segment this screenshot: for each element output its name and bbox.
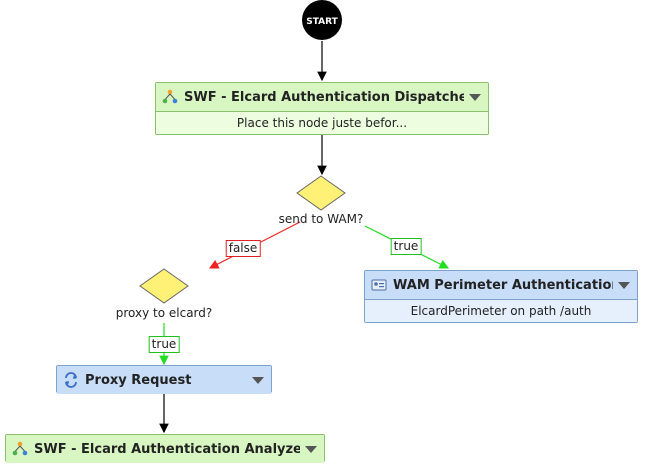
node-dispatcher-header[interactable]: SWF - Elcard Authentication Dispatcher: [156, 83, 488, 111]
decision-label-send-to-wam: send to WAM?: [278, 212, 364, 226]
node-wam-header[interactable]: WAM Perimeter Authentication: [365, 271, 637, 299]
node-dispatcher-title: SWF - Elcard Authentication Dispatcher: [184, 89, 464, 105]
workflow-icon: [12, 441, 28, 456]
node-analyzer-header[interactable]: SWF - Elcard Authentication Analyzer: [6, 435, 324, 463]
node-proxy-request[interactable]: Proxy Request: [56, 365, 272, 394]
node-wam-subtitle: ElcardPerimeter on path /auth: [365, 299, 637, 322]
decision-proxy-to-elcard[interactable]: [139, 268, 189, 304]
dropdown-triangle-icon[interactable]: [251, 375, 265, 385]
node-proxy-header[interactable]: Proxy Request: [57, 366, 271, 394]
node-dispatcher[interactable]: SWF - Elcard Authentication Dispatcher P…: [155, 82, 489, 135]
node-wam-title: WAM Perimeter Authentication: [393, 277, 613, 293]
proxy-arrows-icon: [65, 372, 77, 388]
node-wam[interactable]: WAM Perimeter Authentication ElcardPerim…: [364, 270, 638, 323]
decision-send-to-wam[interactable]: [296, 175, 346, 211]
node-analyzer[interactable]: SWF - Elcard Authentication Analyzer: [5, 434, 325, 463]
edge-label-true-proxy: true: [148, 336, 180, 353]
dropdown-triangle-icon[interactable]: [468, 92, 482, 102]
dropdown-triangle-icon[interactable]: [617, 280, 631, 290]
edge-label-false: false: [225, 240, 261, 257]
start-label: START: [306, 17, 338, 27]
node-proxy-title: Proxy Request: [85, 372, 192, 388]
decision-label-proxy-to-elcard: proxy to elcard?: [115, 306, 213, 320]
node-dispatcher-subtitle: Place this node juste befor...: [156, 111, 488, 134]
workflow-icon: [162, 89, 178, 104]
dropdown-triangle-icon[interactable]: [304, 444, 318, 454]
edge-label-true-wam: true: [390, 238, 422, 255]
id-card-icon: [371, 279, 387, 291]
start-node[interactable]: [302, 0, 342, 40]
node-analyzer-title: SWF - Elcard Authentication Analyzer: [34, 441, 300, 457]
